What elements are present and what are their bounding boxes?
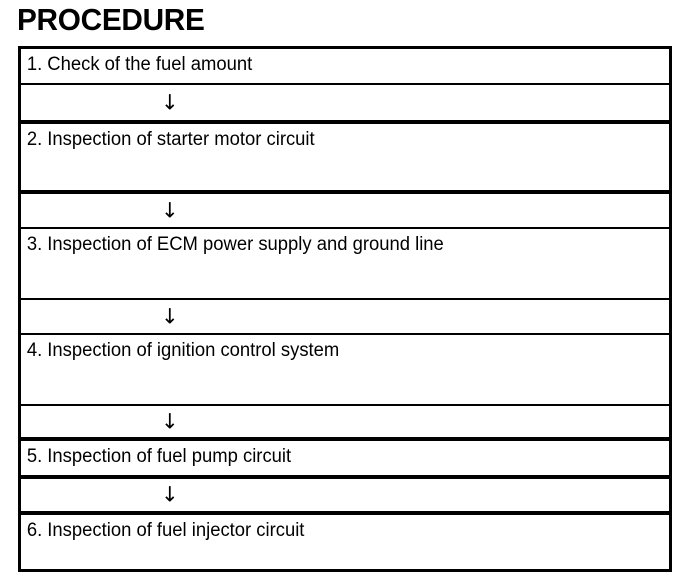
row-divider: [21, 120, 669, 124]
step-box-3: 3. Inspection of ECM power supply and gr…: [21, 229, 669, 298]
row-divider: [21, 437, 669, 441]
down-arrow-icon: ↓: [161, 482, 179, 507]
row-divider: [21, 333, 669, 335]
step-label-6: 6. Inspection of fuel injector circuit: [26, 520, 305, 541]
arrow-row-4: ↓: [21, 406, 669, 437]
row-divider: [21, 298, 669, 300]
step-box-1: 1. Check of the fuel amount: [21, 49, 669, 83]
step-box-2: 2. Inspection of starter motor circuit: [21, 124, 669, 190]
page-title: PROCEDURE: [17, 2, 205, 37]
down-arrow-icon: ↓: [161, 304, 179, 328]
step-label-5: 5. Inspection of fuel pump circuit: [26, 446, 292, 467]
step-box-4: 4. Inspection of ignition control system: [21, 335, 669, 404]
step-box-6: 6. Inspection of fuel injector circuit: [21, 515, 669, 569]
row-divider: [21, 404, 669, 406]
procedure-flowchart: 1. Check of the fuel amount ↓ 2. Inspect…: [18, 46, 672, 572]
down-arrow-icon: ↓: [161, 198, 179, 222]
row-divider: [21, 475, 669, 479]
step-label-3: 3. Inspection of ECM power supply and gr…: [26, 234, 444, 255]
arrow-row-2: ↓: [21, 194, 669, 227]
down-arrow-icon: ↓: [161, 90, 179, 114]
step-box-5: 5. Inspection of fuel pump circuit: [21, 441, 669, 475]
row-divider: [21, 83, 669, 85]
arrow-row-1: ↓: [21, 85, 669, 120]
down-arrow-icon: ↓: [161, 409, 179, 433]
step-label-2: 2. Inspection of starter motor circuit: [26, 129, 315, 150]
arrow-row-3: ↓: [21, 300, 669, 333]
row-divider: [21, 511, 669, 515]
arrow-row-5: ↓: [21, 479, 669, 511]
step-label-1: 1. Check of the fuel amount: [26, 54, 253, 75]
row-divider: [21, 227, 669, 229]
row-divider: [21, 190, 669, 194]
flowchart-rows: 1. Check of the fuel amount ↓ 2. Inspect…: [21, 49, 669, 569]
step-label-4: 4. Inspection of ignition control system: [26, 340, 340, 361]
